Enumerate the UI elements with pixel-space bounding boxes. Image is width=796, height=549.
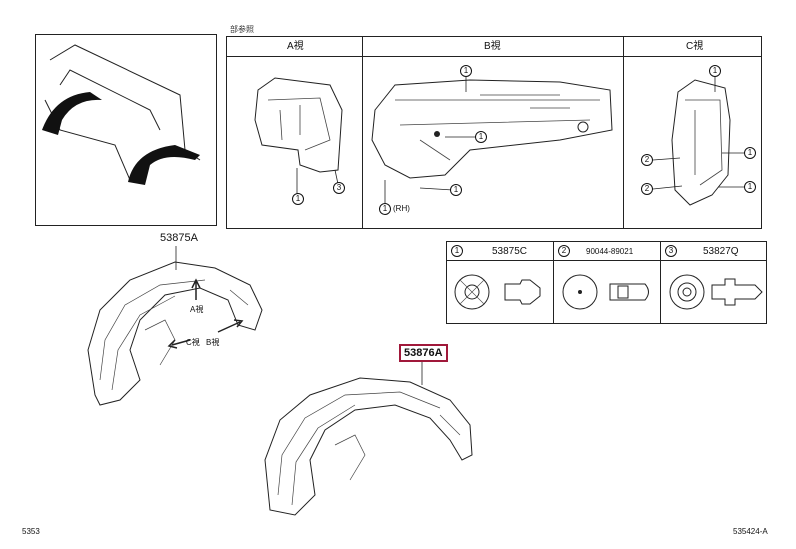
view-header-divider xyxy=(226,56,762,57)
legend-3-part-no: 53827Q xyxy=(703,246,739,257)
view-b-title: B視 xyxy=(484,41,501,52)
footer-left-code: 5353 xyxy=(22,527,40,536)
arrow-label-a: A視 xyxy=(190,305,204,314)
callout-a-3: 3 xyxy=(333,182,345,194)
clip-3-side-view xyxy=(711,278,763,306)
callout-c-2-top: 2 xyxy=(641,154,653,166)
view-panel-c xyxy=(623,36,762,229)
overview-liner-front xyxy=(42,92,102,135)
view-a-title: A視 xyxy=(287,41,304,52)
legend-1-index: 1 xyxy=(451,245,463,257)
right-liner-outline xyxy=(264,377,473,516)
callout-b-1-top: 1 xyxy=(460,65,472,77)
overview-panel xyxy=(35,34,217,226)
view-b-part xyxy=(371,79,613,179)
view-c-part xyxy=(671,79,731,206)
callout-c-2-low: 2 xyxy=(641,183,653,195)
parts-legend xyxy=(446,241,767,324)
legend-divider-2 xyxy=(660,241,661,324)
callout-c-1-mid: 1 xyxy=(744,147,756,159)
clip-3-top-view xyxy=(669,274,705,310)
clip-2-top-view xyxy=(562,274,598,310)
legend-header-divider xyxy=(446,260,767,261)
callout-b-1-mid: 1 xyxy=(475,131,487,143)
legend-2-part-no: 90044-89021 xyxy=(586,247,634,256)
overview-liner-rear xyxy=(128,145,200,185)
legend-3-index: 3 xyxy=(665,245,677,257)
reference-header: 部参照 xyxy=(230,25,254,34)
callout-rh-note: (RH) xyxy=(393,204,410,213)
clip-1-top-view xyxy=(454,274,490,310)
callout-c-1-low: 1 xyxy=(744,181,756,193)
legend-divider-1 xyxy=(553,241,554,324)
clip-2-side-view xyxy=(609,283,649,301)
callout-b-1-low: 1 xyxy=(450,184,462,196)
arrow-label-b: B視 xyxy=(206,338,220,347)
callout-b-1-rh: 1 xyxy=(379,203,391,215)
callout-c-1-top: 1 xyxy=(709,65,721,77)
footer-right-code: 535424-A xyxy=(733,527,768,536)
arrow-label-c: C視 xyxy=(186,338,200,347)
part-label-left-liner: 53875A xyxy=(160,232,198,244)
view-a-part xyxy=(254,77,343,173)
legend-2-index: 2 xyxy=(558,245,570,257)
callout-a-1: 1 xyxy=(292,193,304,205)
view-c-title: C視 xyxy=(686,41,704,52)
part-label-right-liner: 53876A xyxy=(399,344,448,362)
clip-1-side-view xyxy=(504,279,541,305)
legend-1-part-no: 53875C xyxy=(492,246,528,257)
